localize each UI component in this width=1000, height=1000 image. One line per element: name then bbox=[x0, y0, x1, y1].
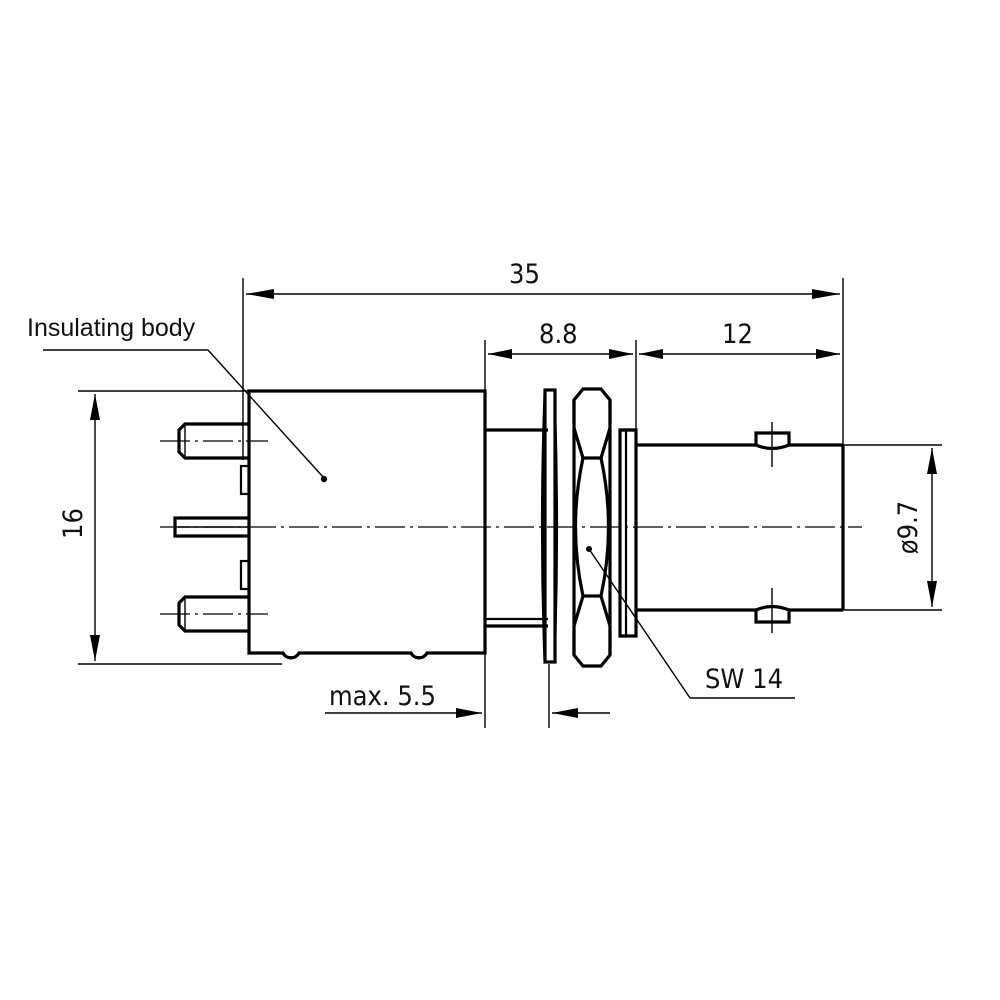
washer bbox=[540, 388, 559, 664]
dimension-12 bbox=[639, 349, 840, 359]
label-insulating-body: Insulating body bbox=[27, 314, 196, 342]
dimension-16 bbox=[78, 390, 282, 665]
label-dimension-35: 35 bbox=[509, 259, 540, 290]
threaded-bushing bbox=[485, 428, 636, 638]
lock-ring bbox=[618, 428, 638, 638]
pin-top bbox=[160, 422, 268, 460]
label-dimension-diameter: ø9.7 bbox=[893, 500, 925, 555]
dimension-35 bbox=[242, 278, 844, 445]
bayonet-stud-top bbox=[754, 431, 791, 451]
leader-sw14 bbox=[588, 548, 795, 699]
label-dimension-12: 12 bbox=[722, 319, 753, 350]
dimension-diameter bbox=[843, 444, 942, 611]
dimension-8-8 bbox=[484, 340, 637, 432]
arrow-right-icon bbox=[812, 289, 840, 299]
label-sw14: SW 14 bbox=[705, 664, 784, 695]
label-dimension-8-8: 8.8 bbox=[539, 319, 578, 350]
label-dimension-16: 16 bbox=[57, 508, 89, 539]
dimension-max-panel bbox=[325, 630, 610, 728]
insulating-body bbox=[239, 389, 487, 660]
label-max-panel: max. 5.5 bbox=[329, 681, 436, 712]
bayonet-stud-bottom bbox=[754, 604, 791, 624]
arrow-left-icon bbox=[246, 289, 274, 299]
leader-insulating-body bbox=[43, 349, 328, 483]
pin-bottom bbox=[160, 595, 268, 633]
